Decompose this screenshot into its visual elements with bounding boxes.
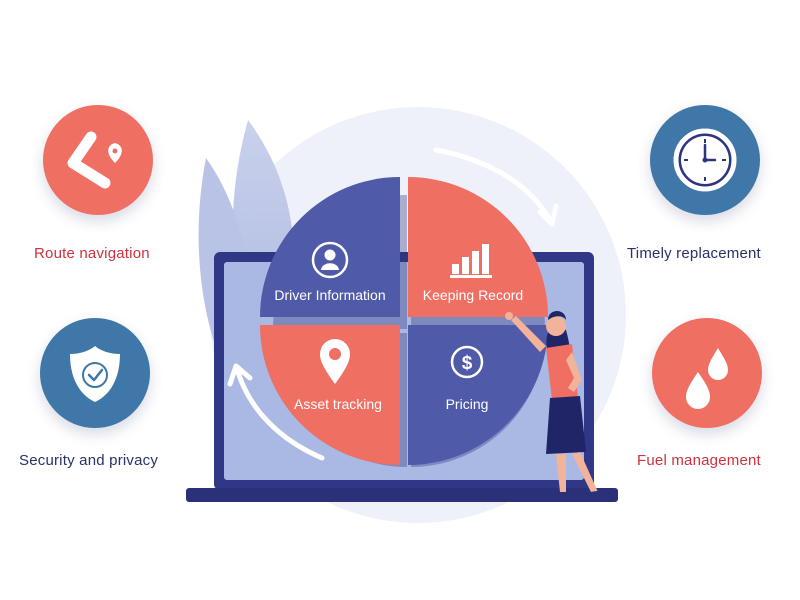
timely-replacement-label: Timely replacement [627,245,761,262]
route-navigation-label: Route navigation [34,245,150,262]
quadrant-label-keeping-record: Keeping Record [423,287,523,303]
security-privacy-circle [40,318,150,428]
fuel-management-circle [652,318,762,428]
quadrant-asset-tracking [260,325,400,465]
quadrant-label-asset-tracking: Asset tracking [294,396,382,412]
dollar-icon: $ [450,345,484,379]
quadrant-label-driver-information: Driver Information [274,287,385,303]
route-icon [67,131,122,189]
route-navigation-circle [43,105,153,215]
presenter-figure [505,311,606,498]
quadrant-keeping-record [408,177,548,317]
user-icon [311,241,349,279]
shield-check-icon [70,346,120,402]
clock-icon [673,128,737,192]
location-pin-icon [320,339,350,384]
bar-chart-icon [450,244,492,278]
svg-text:$: $ [462,353,473,374]
quadrant-label-pricing: Pricing [446,396,489,412]
security-privacy-label: Security and privacy [19,452,159,469]
fuel-management-label: Fuel management [637,452,761,469]
timely-replacement-circle [650,105,760,215]
fuel-drops-icon [686,348,728,409]
quadrant-driver-information [260,177,400,317]
cycle-arrows [227,147,559,461]
quadrant-pricing [408,325,548,465]
